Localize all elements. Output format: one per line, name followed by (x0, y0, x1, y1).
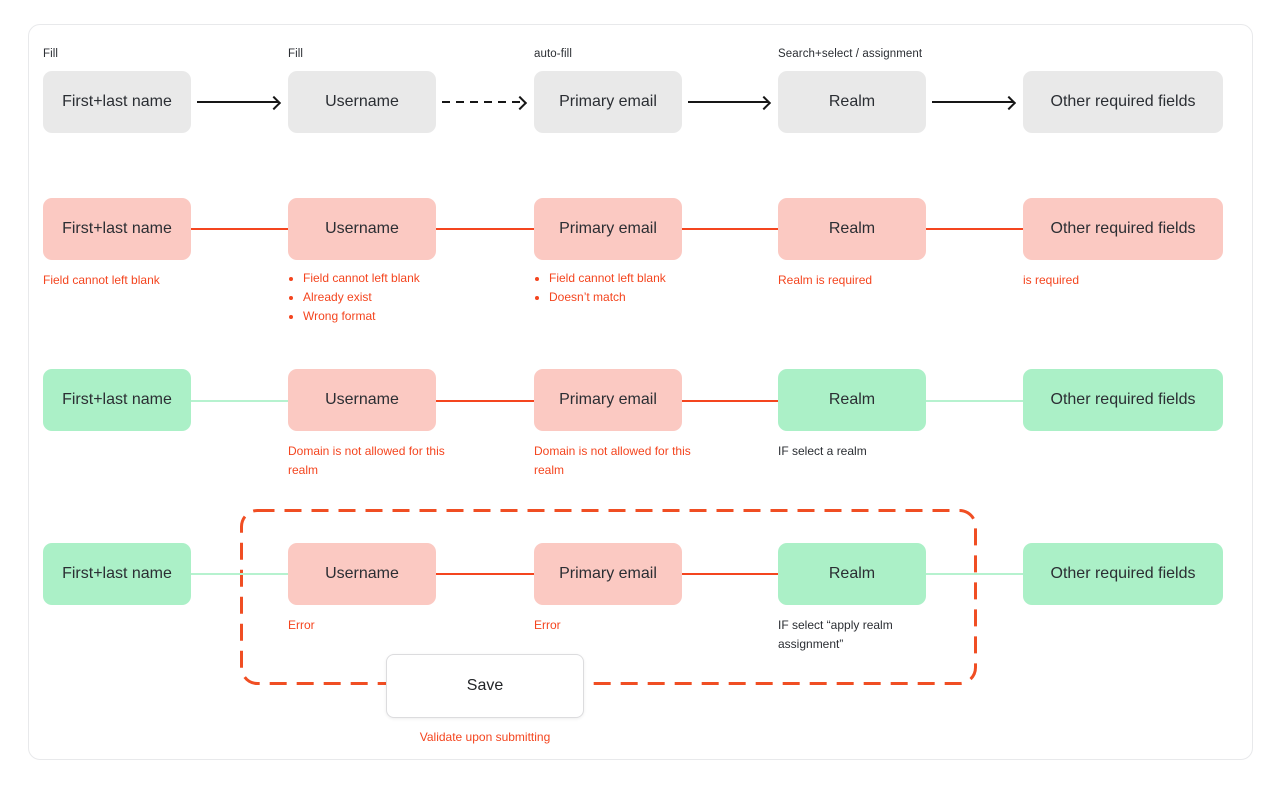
step-caption: Fill (288, 48, 304, 60)
save-button[interactable]: Save (386, 654, 584, 718)
error-note-item: Field cannot left blank (549, 269, 666, 288)
error-note-list: Field cannot left blank Doesn’t match (534, 269, 666, 307)
error-note: Field cannot left blank (43, 273, 160, 287)
connector-error-line (436, 400, 534, 402)
node-realm: Realm (778, 71, 926, 133)
validation-scope-frame (240, 509, 977, 685)
node-first-last-name: First+last name (43, 198, 191, 260)
node-realm: Realm (778, 543, 926, 605)
connector-error-line (682, 400, 778, 402)
step-caption: Fill (43, 48, 59, 60)
info-note: IF select a realm (778, 444, 867, 458)
connector-arrow (688, 101, 768, 103)
node-realm: Realm (778, 198, 926, 260)
node-primary-email: Primary email (534, 369, 682, 431)
node-username: Username (288, 71, 436, 133)
error-note: Error (534, 618, 561, 632)
step-caption: Search+select / assignment (778, 48, 923, 60)
node-first-last-name: First+last name (43, 71, 191, 133)
node-first-last-name: First+last name (43, 369, 191, 431)
error-note: Domain is not allowed for this realm (288, 444, 445, 477)
node-realm: Realm (778, 369, 926, 431)
node-other-required-fields: Other required fields (1023, 543, 1223, 605)
error-note: is required (1023, 273, 1080, 287)
connector-arrow (197, 101, 278, 103)
connector-ok-line (191, 400, 288, 402)
connector-ok-line (926, 573, 1023, 575)
connector-ok-line (926, 400, 1023, 402)
error-note: Domain is not allowed for this realm (534, 444, 691, 477)
error-note-item: Wrong format (303, 307, 420, 326)
error-note-list: Field cannot left blank Already exist Wr… (288, 269, 420, 326)
connector-error-line (191, 228, 288, 230)
error-note: Error (288, 618, 315, 632)
node-username: Username (288, 543, 436, 605)
connector-error-line (682, 228, 778, 230)
connector-arrow (932, 101, 1013, 103)
error-note-item: Already exist (303, 288, 420, 307)
node-username: Username (288, 198, 436, 260)
node-first-last-name: First+last name (43, 543, 191, 605)
error-note-item: Field cannot left blank (303, 269, 420, 288)
info-note: IF select “apply realm assignment” (778, 618, 893, 651)
connector-error-line (682, 573, 778, 575)
connector-error-line (926, 228, 1023, 230)
step-caption: auto-fill (534, 48, 572, 60)
node-username: Username (288, 369, 436, 431)
error-note-item: Doesn’t match (549, 288, 666, 307)
node-primary-email: Primary email (534, 543, 682, 605)
node-other-required-fields: Other required fields (1023, 71, 1223, 133)
node-other-required-fields: Other required fields (1023, 369, 1223, 431)
save-validation-note: Validate upon submitting (419, 730, 551, 744)
node-primary-email: Primary email (534, 198, 682, 260)
connector-error-line (436, 228, 534, 230)
connector-ok-line (191, 573, 288, 575)
node-primary-email: Primary email (534, 71, 682, 133)
connector-dashed-arrow (442, 101, 524, 103)
node-other-required-fields: Other required fields (1023, 198, 1223, 260)
flow-diagram-card: Fill Fill auto-fill Search+select / assi… (28, 24, 1253, 760)
connector-error-line (436, 573, 534, 575)
error-note: Realm is required (778, 273, 873, 287)
